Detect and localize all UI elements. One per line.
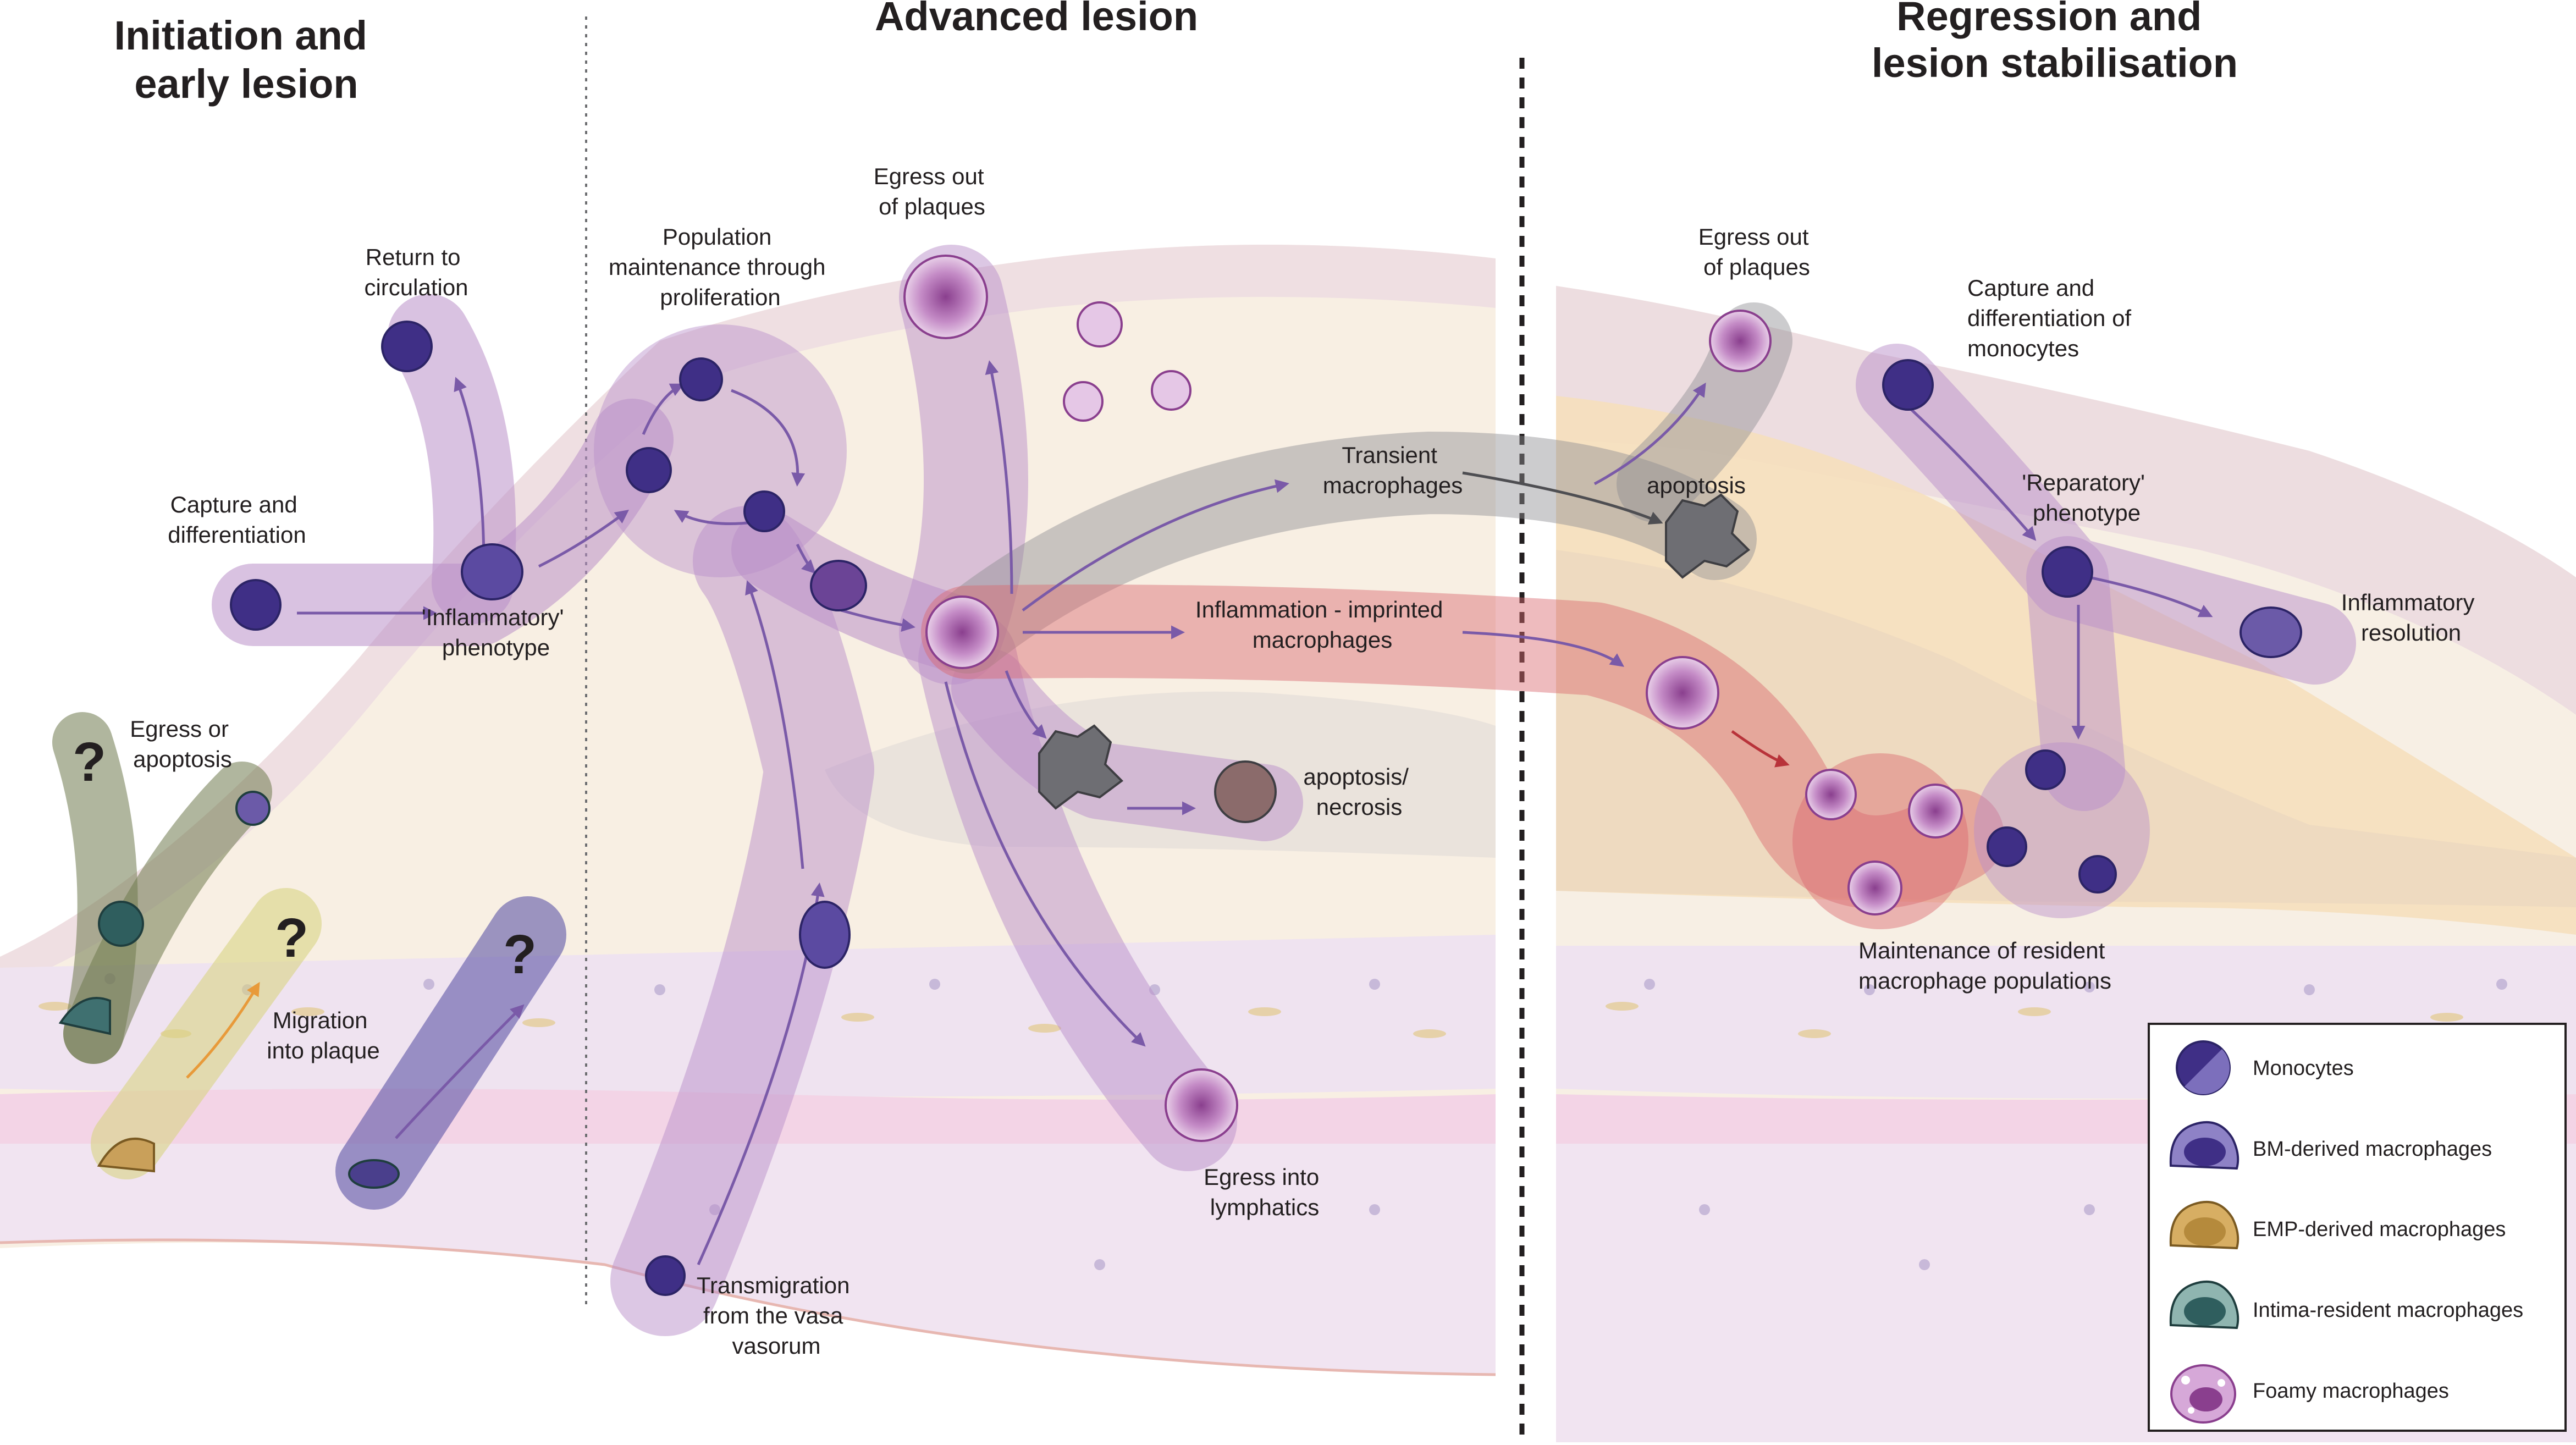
label-egress-into-lymphatics: Egress into lymphatics bbox=[1204, 1164, 1326, 1220]
legend-label: EMP-derived macrophages bbox=[2253, 1218, 2506, 1241]
apoptotic-cells bbox=[1038, 493, 1751, 823]
question-mark: ? bbox=[503, 924, 537, 985]
legend-item-bm-macrophages: BM-derived macrophages bbox=[2169, 1121, 2492, 1170]
monocyte-cells bbox=[230, 321, 2117, 1296]
legend-item-intima-macrophages: Intima-resident macrophages bbox=[2169, 1280, 2523, 1330]
label-maintenance-resident: Maintenance of resident macrophage popul… bbox=[1858, 937, 2111, 994]
label-inflammatory-phenotype: 'Inflammatory' phenotype bbox=[422, 604, 570, 660]
label-egress-or-apoptosis: Egress or apoptosis bbox=[130, 716, 235, 772]
label-apoptosis: apoptosis bbox=[1647, 472, 1746, 498]
legend: Monocytes BM-derived macrophages EMP-der… bbox=[2148, 1023, 2567, 1432]
label-egress-out-of-plaques-regression: Egress out of plaques bbox=[1698, 224, 1815, 280]
foamy-macrophage-cells bbox=[903, 255, 1963, 1142]
resident-cells bbox=[58, 791, 400, 1189]
label-inflammatory-resolution: Inflammatory resolution bbox=[2341, 589, 2481, 646]
question-mark: ? bbox=[275, 907, 308, 969]
legend-label: Foamy macrophages bbox=[2253, 1380, 2449, 1403]
label-population-maintenance: Population maintenance through prolifera… bbox=[609, 224, 832, 310]
label-apoptosis-necrosis: apoptosis/ necrosis bbox=[1303, 764, 1415, 820]
label-capture-differentiation-monocytes: Capture and differentiation of monocytes bbox=[1967, 275, 2138, 361]
section-title-advanced: Advanced lesion bbox=[875, 0, 1198, 39]
label-transmigration: Transmigration from the vasa vasorum bbox=[697, 1272, 856, 1359]
monocyte-icon-half bbox=[2185, 1049, 2230, 1095]
label-transient-macrophages: Transient macrophages bbox=[1323, 442, 1463, 498]
label-egress-out-of-plaques-advanced: Egress out of plaques bbox=[874, 163, 990, 219]
legend-label: BM-derived macrophages bbox=[2253, 1138, 2492, 1161]
label-inflammation-imprinted: Inflammation - imprinted macrophages bbox=[1195, 597, 1449, 653]
section-title-regression: Regression and lesion stabilisation bbox=[1872, 0, 2238, 86]
label-reparatory-phenotype: 'Reparatory' phenotype bbox=[2022, 470, 2151, 526]
legend-label: Intima-resident macrophages bbox=[2253, 1299, 2523, 1322]
section-title-initiation: Initiation and early lesion bbox=[114, 13, 379, 107]
legend-item-foamy-macrophages: Foamy macrophages bbox=[2170, 1364, 2449, 1424]
legend-label: Monocytes bbox=[2253, 1057, 2354, 1080]
bm-macrophage-cells bbox=[461, 543, 2302, 969]
label-capture-and-differentiation: Capture and differentiation bbox=[168, 492, 306, 548]
label-migration-into-plaque: Migration into plaque bbox=[267, 1007, 380, 1063]
question-mark: ? bbox=[73, 731, 106, 793]
legend-item-monocytes: Monocytes bbox=[2176, 1040, 2354, 1095]
label-return-to-circulation: Return to circulation bbox=[364, 244, 468, 300]
legend-item-emp-macrophages: EMP-derived macrophages bbox=[2169, 1200, 2506, 1250]
